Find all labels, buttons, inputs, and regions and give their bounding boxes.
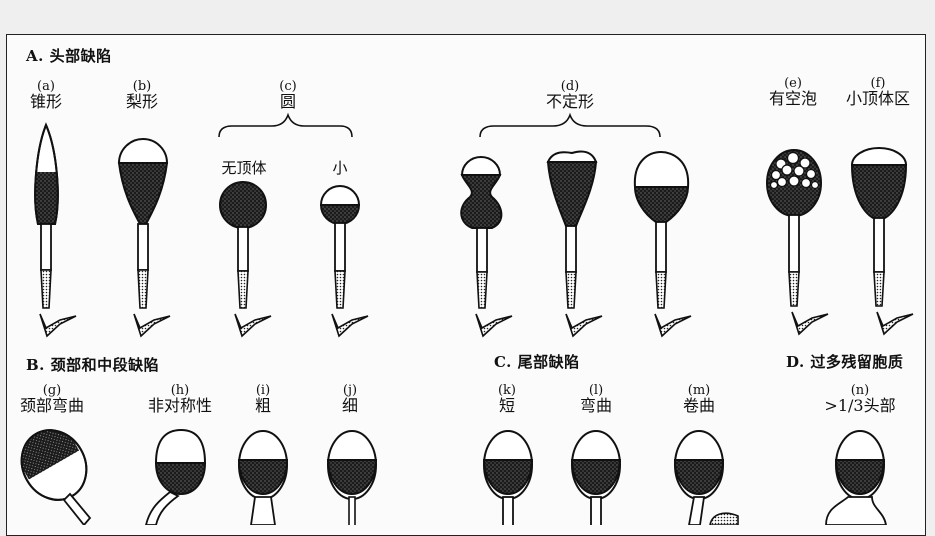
sperm-f-small-acrosome <box>850 147 914 336</box>
label-l: (l)弯曲 <box>579 383 612 415</box>
label-i: (i)粗 <box>254 383 271 415</box>
label-j: (j)细 <box>341 383 358 415</box>
sperm-k-short <box>482 430 534 525</box>
sperm-i-thick <box>237 430 289 525</box>
sperm-morphology-figure: A. 头部缺陷 B. 颈部和中段缺陷 C. 尾部缺陷 D. 过多残留胞质 (a)… <box>6 34 926 536</box>
sperm-b-pyriform <box>117 138 171 338</box>
label-n: (n)>1/3头部 <box>824 383 896 415</box>
bracket-amorphous <box>479 112 661 138</box>
label-m: (m)卷曲 <box>682 383 715 415</box>
label-d: (d)不定形 <box>545 79 594 111</box>
sperm-drawings <box>20 112 914 525</box>
label-e: (e)有空泡 <box>768 76 817 108</box>
section-tail-defects: C. 尾部缺陷 <box>494 353 580 371</box>
sperm-d-amorphous-1 <box>460 156 513 338</box>
sperm-l-bent <box>570 430 622 525</box>
bracket-round <box>218 112 353 138</box>
sperm-a-tapered <box>34 122 77 338</box>
sperm-h-asymmetrical <box>145 428 207 525</box>
sperm-m-coiled <box>673 430 739 525</box>
label-k: (k)短 <box>497 383 517 415</box>
label-c-no-acrosome: 无顶体 <box>221 159 267 177</box>
sperm-j-thin <box>326 430 378 525</box>
sperm-g-bent-neck <box>20 429 92 525</box>
label-c: (c)圆 <box>279 79 297 111</box>
label-f: (f)小顶体区 <box>845 76 910 108</box>
label-b: (b)梨形 <box>125 79 158 111</box>
sperm-e-vacuolated <box>766 149 829 336</box>
label-g: (g)颈部弯曲 <box>19 383 84 415</box>
section-residual-cytoplasm: D. 过多残留胞质 <box>786 353 904 371</box>
label-a: (a)锥形 <box>29 79 62 111</box>
section-neck-midpiece-defects: B. 颈部和中段缺陷 <box>26 356 160 374</box>
label-c-small: 小 <box>332 159 348 177</box>
sperm-n-residual-cytoplasm <box>825 430 887 525</box>
sperm-c-round-no-acrosome <box>219 181 272 338</box>
sperm-d-amorphous-3 <box>633 150 692 338</box>
sperm-d-amorphous-2 <box>546 150 603 338</box>
vacuoles <box>769 151 820 190</box>
sperm-c-round-small <box>319 185 369 338</box>
label-h: (h)非对称性 <box>147 383 212 415</box>
section-head-defects: A. 头部缺陷 <box>26 47 112 65</box>
